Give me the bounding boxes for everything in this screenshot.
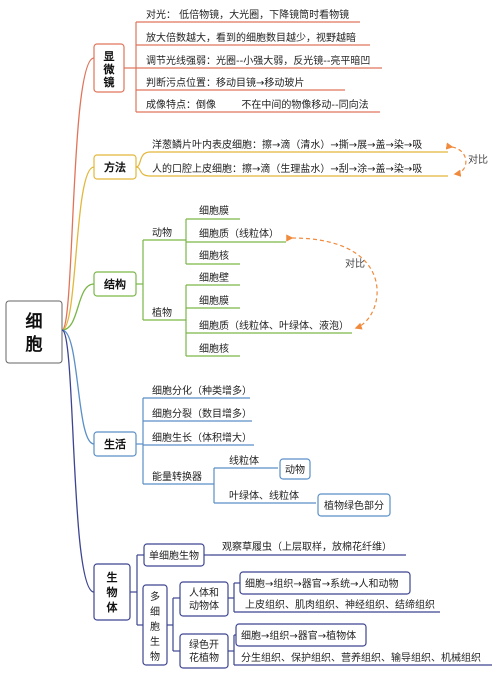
- branch-structure-label: 结构: [103, 277, 126, 291]
- method-item-onion: 洋葱鳞片叶内表皮细胞：擦→滴（清水）→撕→展→盖→染→吸: [152, 138, 422, 151]
- branch-microscope-label-3: 镜: [104, 75, 115, 89]
- structure-plant-item: 细胞核: [199, 342, 229, 355]
- life-item: 细胞分化（种类增多）: [152, 384, 252, 397]
- structure-plant-label: 植物: [152, 306, 172, 319]
- structure-animal-item: 细胞膜: [199, 204, 229, 217]
- energy-animal-tag-label: 动物: [285, 463, 305, 476]
- method-compare-arrow: [445, 142, 467, 177]
- microscope-item: 判断污点位置：移动目镜→移动玻片: [146, 76, 304, 89]
- structure-animal-item: 细胞质（线粒体）: [199, 227, 279, 240]
- method-connector-2: [135, 166, 151, 177]
- organism-single-label: 单细胞生物: [149, 549, 199, 562]
- structure-animal-label: 动物: [152, 226, 172, 239]
- connector-structure: [61, 283, 95, 331]
- organism-multi-label-1: 多: [150, 590, 160, 603]
- plant-levels-box[interactable]: [235, 623, 367, 647]
- branch-life-label: 生活: [104, 437, 126, 451]
- organism-multi-label-4: 生: [150, 635, 160, 648]
- microscope-item: 调节光线强弱：光圈--小强大弱，反光镜--亮平暗凹: [146, 54, 370, 67]
- microscope-item: 对光： 低倍物镜，大光圈，下降镜筒时看物镜: [146, 8, 349, 21]
- branch-microscope-label-1: 显: [104, 50, 115, 63]
- structure-compare-label: 对比: [345, 257, 365, 270]
- organism-single-item: 观察草履虫（上层取样，放棉花纤维）: [222, 540, 392, 553]
- energy-plant-tag[interactable]: [317, 493, 391, 517]
- organism-multi-label-5: 物: [150, 650, 160, 663]
- root-label: 细: [26, 311, 43, 332]
- branch-organism-label-2: 物: [107, 585, 118, 599]
- organism-human-label-1: 人体和: [189, 587, 219, 599]
- human-levels-box[interactable]: [239, 571, 411, 595]
- branch-organism-label-3: 体: [107, 600, 119, 614]
- life-item: 细胞生长（体积增大）: [152, 431, 252, 444]
- organism-human-node[interactable]: [179, 581, 229, 617]
- plant-tissues: 分生组织、保护组织、营养组织、输导组织、机械组织: [241, 651, 481, 664]
- human-levels: 细胞→组织→器官→系统→人和动物: [245, 577, 399, 590]
- energy-plant-tag-label: 植物绿色部分: [324, 499, 384, 512]
- connector-method: [61, 166, 95, 331]
- structure-animal-item: 细胞核: [199, 249, 229, 262]
- structure-plant-item: 细胞质（线粒体、叶绿体、液泡）: [199, 319, 349, 332]
- branch-microscope-label-2: 微: [103, 62, 116, 76]
- energy-mitochondria: 线粒体: [229, 454, 259, 467]
- structure-plant-item: 细胞膜: [199, 294, 229, 307]
- human-tissues: 上皮组织、肌肉组织、神经组织、结缔组织: [245, 598, 435, 611]
- microscope-item: 放大倍数越大，看到的细胞数目越少，视野越暗: [146, 31, 356, 44]
- connector-microscope: [61, 57, 95, 331]
- organism-multi-label-3: 胞: [150, 621, 160, 633]
- organism-multi-label-2: 细: [150, 605, 160, 618]
- root-node[interactable]: [5, 300, 63, 364]
- method-connector-1: [135, 151, 151, 168]
- plant-levels: 细胞→组织→器官→植物体: [241, 629, 356, 642]
- organism-human-label-2: 动物体: [189, 599, 219, 612]
- branch-organism-label-1: 生: [107, 570, 118, 584]
- life-item: 细胞分裂（数目增多）: [152, 407, 252, 420]
- method-item-cheek: 人的口腔上皮细胞：擦→滴（生理盐水）→刮→涂→盖→染→吸: [152, 162, 422, 175]
- connector-organism: [61, 329, 95, 593]
- structure-compare-arrow: [286, 234, 378, 330]
- energy-animal-tag[interactable]: [279, 458, 311, 480]
- microscope-item: 成像特点：倒像 不在中间的物像移动--同向法: [146, 98, 369, 111]
- root-label-2: 胞: [26, 334, 43, 355]
- method-compare-label: 对比: [468, 153, 488, 166]
- organism-plant-label-1: 绿色开: [189, 638, 219, 651]
- life-energy-label: 能量转换器: [152, 470, 202, 483]
- structure-plant-item: 细胞壁: [199, 271, 229, 284]
- organism-plant-label-2: 花植物: [189, 651, 219, 664]
- branch-method-label: 方法: [104, 160, 126, 174]
- energy-chloroplast: 叶绿体、线粒体: [229, 489, 299, 502]
- connector-life: [61, 329, 95, 445]
